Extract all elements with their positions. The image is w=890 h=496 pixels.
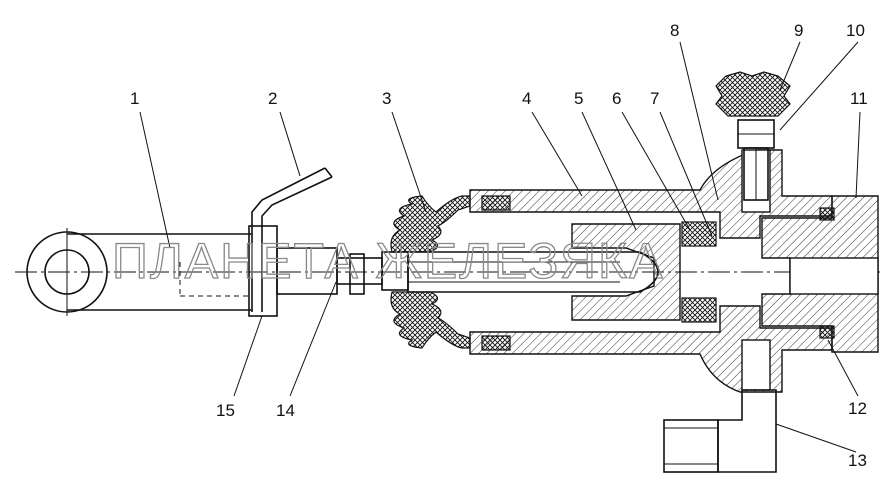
secondary-seal bbox=[681, 297, 717, 323]
elbow-fitting bbox=[663, 389, 777, 473]
o-ring-top bbox=[819, 207, 835, 221]
piston bbox=[571, 223, 681, 321]
o-ring-bottom bbox=[819, 325, 835, 339]
callout-1: 1 bbox=[130, 89, 139, 108]
callout-9: 9 bbox=[794, 21, 803, 40]
callout-12: 12 bbox=[848, 399, 867, 418]
callout-15: 15 bbox=[216, 401, 235, 420]
callout-10: 10 bbox=[846, 21, 865, 40]
callout-4: 4 bbox=[522, 89, 531, 108]
rod-end bbox=[26, 228, 252, 316]
plug-thread-bore bbox=[789, 257, 879, 295]
callout-6: 6 bbox=[612, 89, 621, 108]
callout-7: 7 bbox=[650, 89, 659, 108]
callout-13: 13 bbox=[848, 451, 867, 470]
watermark: ПЛАНЕТА ЖЕЛЕЗЯКА bbox=[112, 233, 664, 289]
callout-5: 5 bbox=[574, 89, 583, 108]
bleeder-valve bbox=[715, 71, 791, 201]
callout-14: 14 bbox=[276, 401, 295, 420]
retaining-clip bbox=[251, 167, 333, 312]
callouts: 1 2 3 4 5 6 7 8 9 10 11 12 13 14 15 bbox=[130, 21, 868, 470]
callout-11: 11 bbox=[850, 89, 868, 108]
callout-8: 8 bbox=[670, 21, 679, 40]
callout-2: 2 bbox=[268, 89, 277, 108]
callout-3: 3 bbox=[382, 89, 391, 108]
leader-lines bbox=[139, 41, 861, 453]
